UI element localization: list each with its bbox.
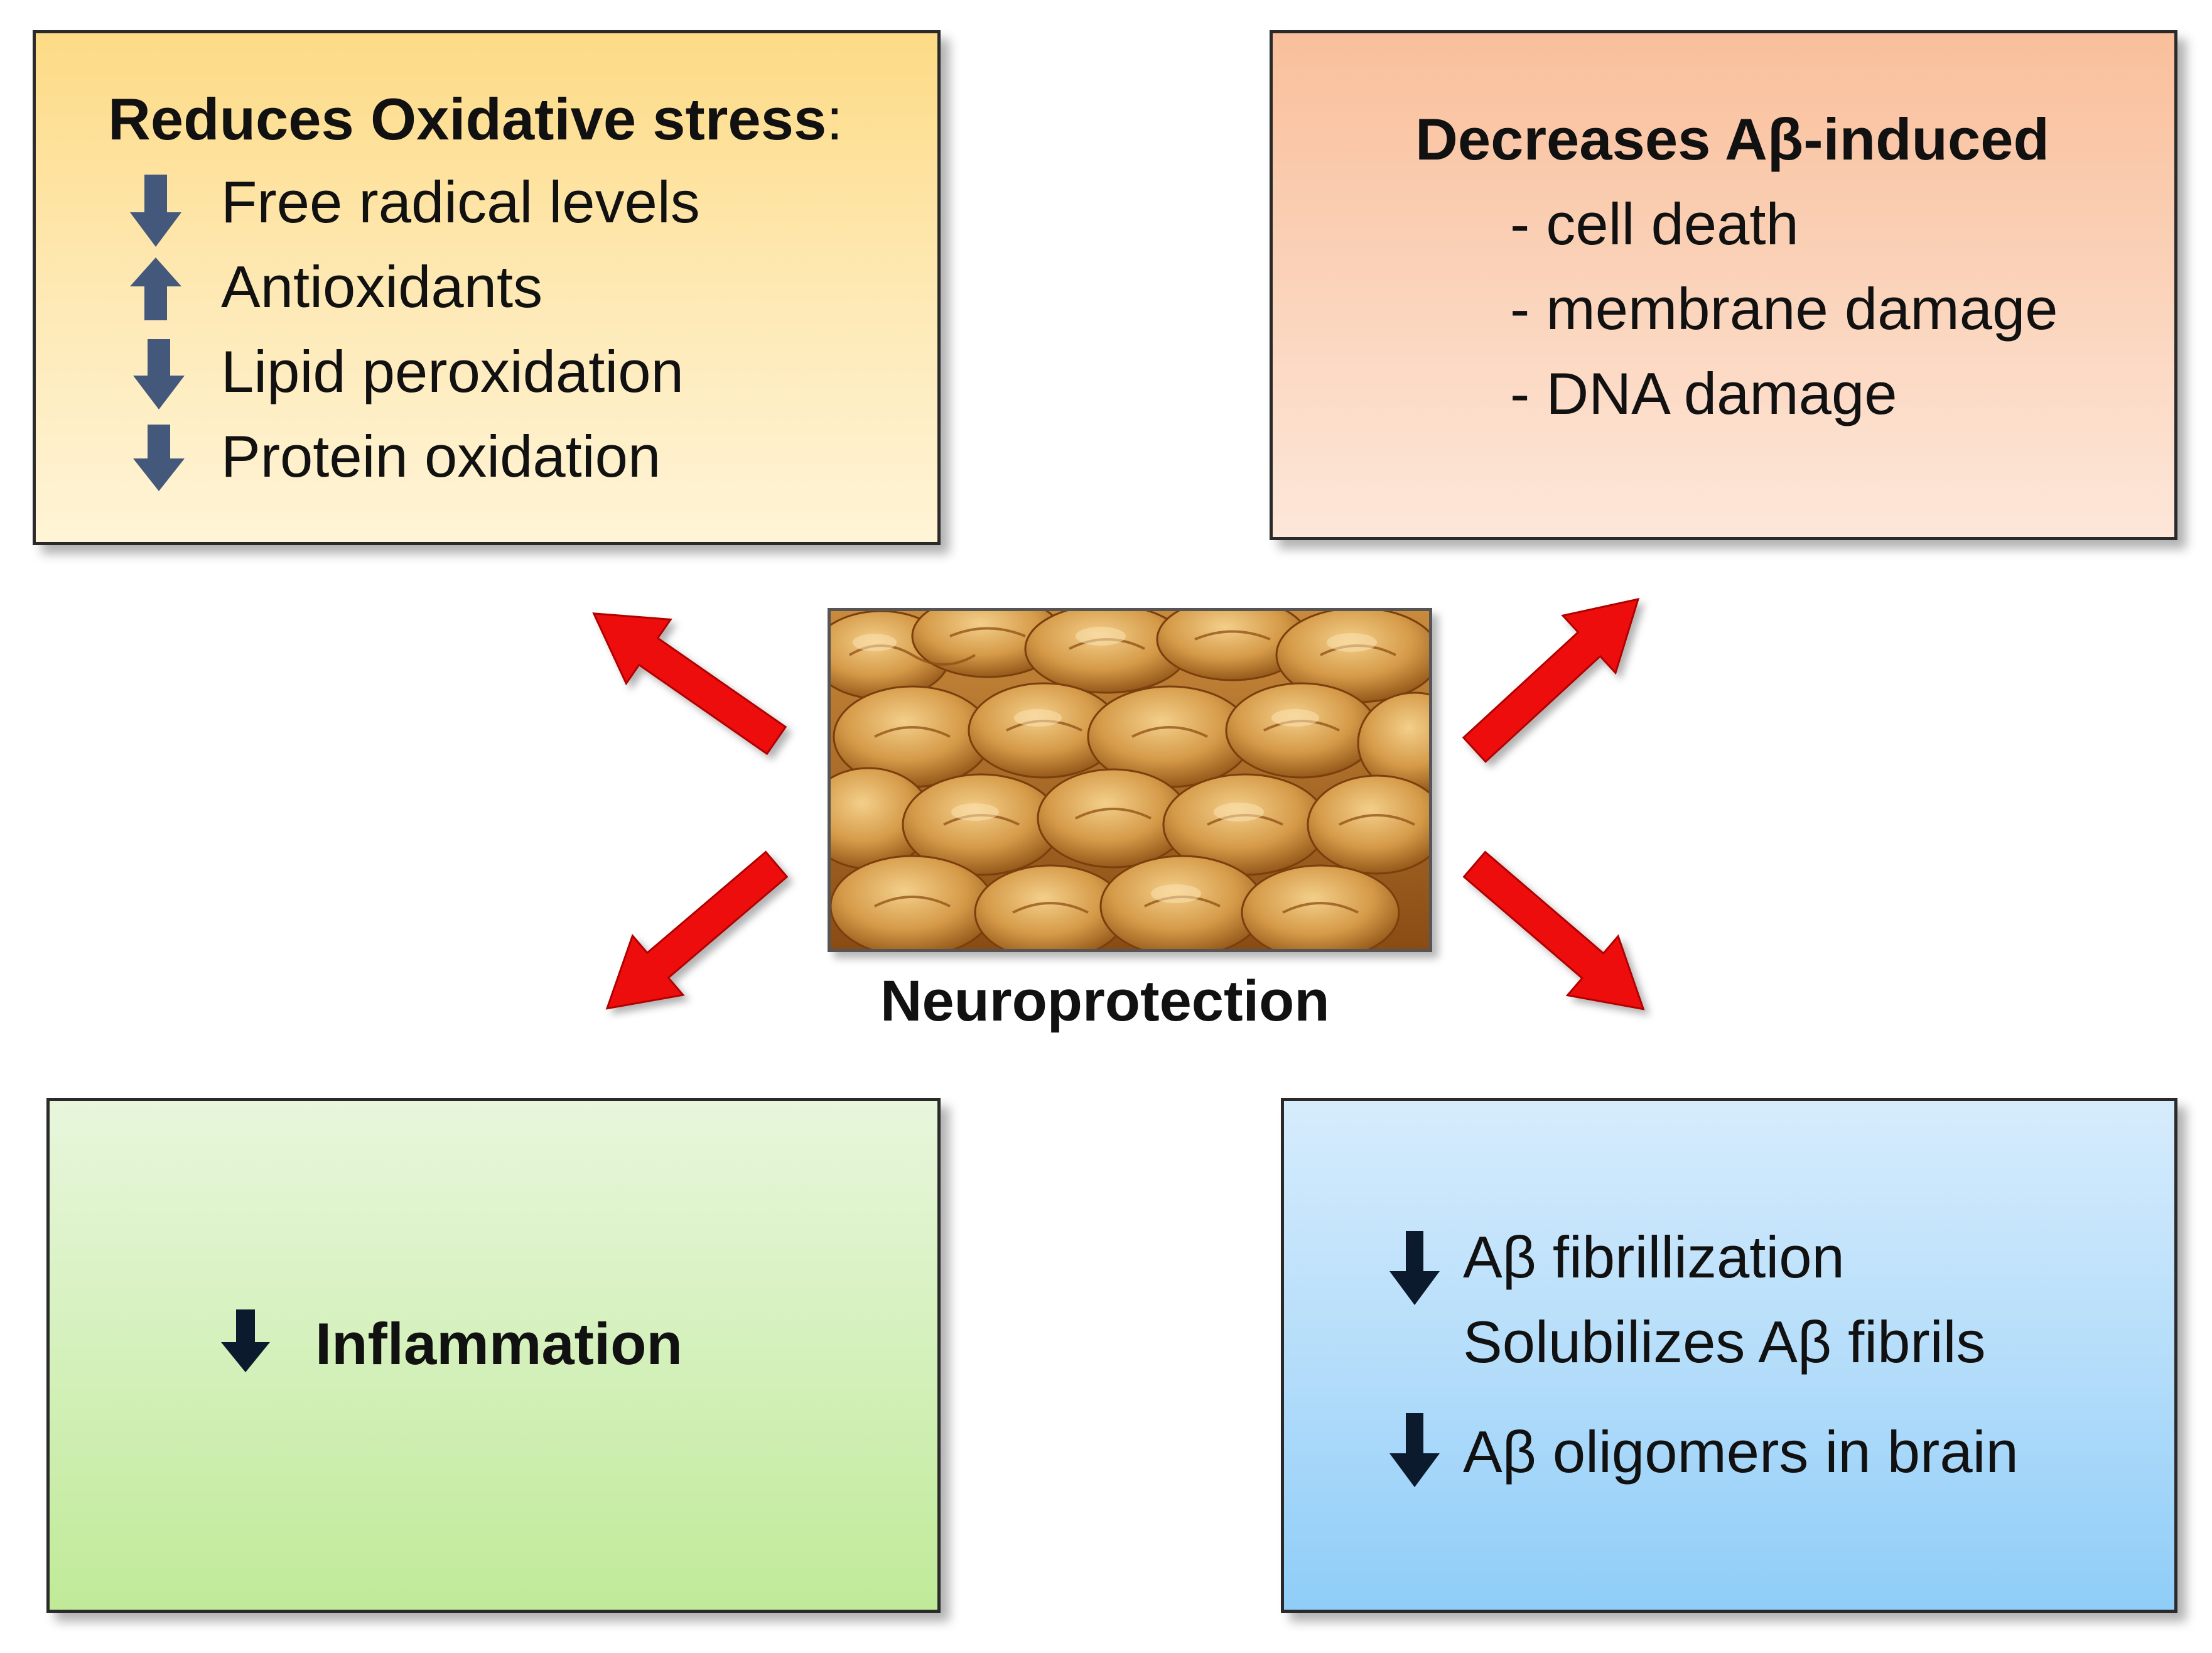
abeta-induced-title: Decreases Aβ-induced <box>1415 106 2049 172</box>
neuroprotection-caption: Neuroprotection <box>880 969 1330 1033</box>
oxidative-stress-title: Reduces Oxidative stress: <box>108 86 843 152</box>
oxidative-item-protein-oxidation: Protein oxidation <box>221 423 661 489</box>
arrow-to-inflammation <box>605 850 789 1010</box>
inflammation-label: Inflammation <box>315 1311 682 1377</box>
abeta-induced-box <box>1270 30 2177 540</box>
arrow-down-icon <box>1389 1231 1440 1305</box>
abeta-item-dna-damage: - DNA damage <box>1510 360 1897 426</box>
oxidative-item-free-radical-levels: Free radical levels <box>221 169 700 235</box>
arrow-down-icon <box>133 339 185 409</box>
arrow-down-icon <box>1389 1413 1440 1487</box>
arrow-to-oxidative-stress <box>592 612 787 756</box>
fibril-item-solubilizes-abeta-fibrils: Solubilizes Aβ fibrils <box>1463 1309 1986 1375</box>
arrow-up-icon <box>130 257 181 320</box>
inflammation-box <box>46 1098 941 1613</box>
abeta-fibril-box <box>1281 1098 2177 1613</box>
oxidative-item-lipid-peroxidation: Lipid peroxidation <box>221 339 684 404</box>
oxidative-item-antioxidants: Antioxidants <box>221 254 543 320</box>
arrow-down-icon <box>130 175 181 247</box>
abeta-item-membrane-damage: - membrane damage <box>1510 276 2058 342</box>
walnut-kernels-image <box>831 611 1429 949</box>
arrow-to-abeta-fibril <box>1462 850 1645 1011</box>
fibril-item-abeta-fibrillization: Aβ fibrillization <box>1463 1224 1845 1290</box>
fibril-item-abeta-oligomers-in-brain: Aβ oligomers in brain <box>1463 1419 2019 1485</box>
arrow-to-abeta-induced <box>1462 598 1640 763</box>
arrow-down-icon <box>221 1309 270 1372</box>
oxidative-stress-box <box>33 30 941 545</box>
arrow-down-icon <box>133 425 185 491</box>
walnut-photo <box>828 608 1432 952</box>
abeta-item-cell-death: - cell death <box>1510 191 1799 257</box>
